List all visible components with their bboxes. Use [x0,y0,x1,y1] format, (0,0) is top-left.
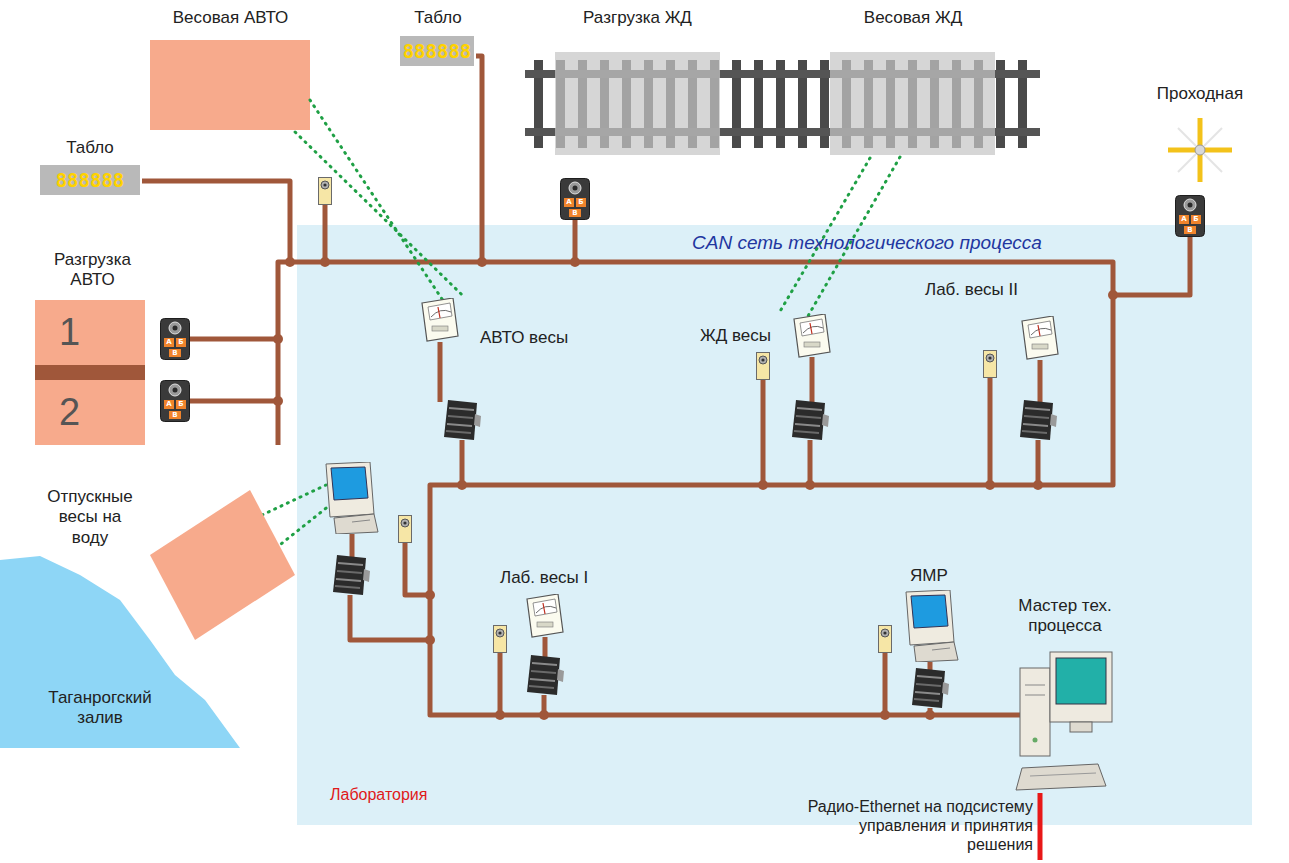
reader-key-letter: А [564,198,574,207]
workstation: ЯМР [900,566,970,666]
reader-key-letter: В [1184,226,1196,234]
node-label: Лаборатория [330,785,427,804]
radio-ethernet-line [1038,793,1043,860]
controller-modules [333,400,1057,708]
reader-key-letter: Б [176,338,186,347]
node-label: Лаб. весы I [500,568,588,588]
node-label: Проходная [1150,84,1250,104]
laboratory-area [297,225,1252,825]
rail-scale: Весовая ЖД [828,8,1000,158]
display-digits: 888888 [40,165,140,195]
weight-indicator: Лаб. весы I [500,568,605,643]
scale-outline [150,490,295,640]
reader-key-letter: В [169,349,181,357]
node-label: Мастер тех. процесса [1010,596,1120,637]
weight-signal-lines [262,100,900,548]
workstations [326,462,958,662]
node-label: ЖД весы [700,326,771,346]
node-label: Разгрузка АВТО [30,250,155,291]
reader-key-letter: А [164,338,174,347]
node-label: Лаб. весы II [925,280,1018,300]
node-label: АВТО весы [480,328,568,348]
display-digits: 888888 [400,36,474,66]
node-label: Весовая ЖД [828,8,998,28]
water-scale: Отпускные весы на воду [40,485,300,645]
turnstile [1168,118,1232,182]
bay-divider [35,365,145,380]
network-note: Радио-Ethernet на подсистему управления … [798,797,1033,855]
unloading-bay: 1 [35,300,145,365]
display-board: Табло 888888 [398,8,480,70]
checkpoint: Проходная [1150,84,1252,179]
weight-indicator: Лаб. весы II [925,280,1065,365]
node-label: CAN сеть технологического процесса [692,232,1042,255]
can-bus-wires [142,56,1190,715]
node-label: Отпускные весы на воду [40,487,140,548]
unloading-bay: 2 [35,380,145,445]
scale-platform: Весовая АВТО [148,8,315,132]
truck-scale-platform [150,40,310,130]
weight-indicator: ЖД весы [700,312,830,362]
reader-key-letter: Б [176,400,186,409]
laboratory-region: CAN сеть технологического процессаЛабора… [297,225,1252,825]
bay-name: Таганрогский залив [35,688,165,729]
weight-indicator: АВТО весы [418,298,570,354]
reader-key-letter: Б [1191,215,1201,224]
reader-key-letter: В [569,209,581,217]
node-label: 2 [59,390,80,435]
reader-key-letter: А [1179,215,1189,224]
railway [525,52,1040,155]
reader-key-letter: А [164,400,174,409]
node-label: Табло [40,138,140,158]
node-label: Разгрузка ЖД [550,8,725,28]
wire-junctions [273,257,1118,720]
node-label: ЯМР [910,566,948,586]
display-board: Табло 888888 [40,138,142,198]
reader-key-letter: В [169,411,181,419]
card-readers [161,179,1205,422]
master-computer [1016,652,1112,790]
node-label: Весовая АВТО [148,8,313,28]
weight-signal-link [295,132,465,298]
reader-key-letter: Б [576,198,586,207]
weight-indicators [422,298,1058,637]
master-station: Мастер тех. процесса [1005,596,1125,791]
node-label: 1 [59,310,80,355]
node-label: Табло [398,8,478,28]
rail-unloading: Разгрузка ЖД [550,8,727,158]
truck-unloading: Разгрузка АВТО 1 2 [30,250,157,450]
